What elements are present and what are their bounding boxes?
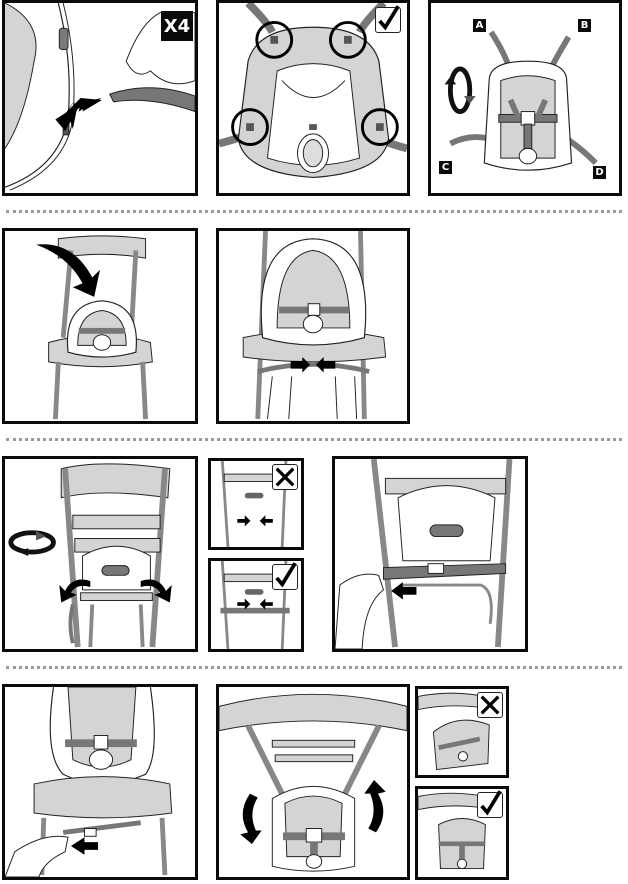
seat-straps-illustration bbox=[449, 30, 598, 171]
incorrect-mark-box bbox=[272, 464, 298, 490]
strap-label-b: B bbox=[578, 19, 591, 32]
strap-label-c: C bbox=[439, 161, 452, 174]
step-9-wrong-panel bbox=[415, 686, 509, 778]
correct-mark-box bbox=[477, 790, 503, 818]
incorrect-mark-box bbox=[477, 692, 503, 718]
step-4-panel bbox=[2, 228, 198, 424]
arrow-outward-icon bbox=[59, 579, 172, 603]
rotate-icon bbox=[444, 66, 476, 114]
cross-icon bbox=[480, 695, 500, 715]
seat-underside-illustration bbox=[219, 3, 407, 179]
chair-back-view-illustration bbox=[60, 463, 171, 648]
rotate-horizontal-icon bbox=[8, 530, 56, 556]
dotted-separator-2 bbox=[6, 438, 622, 441]
adjust-seat-illustration bbox=[219, 693, 407, 872]
dotted-separator-3 bbox=[6, 666, 622, 669]
checkmark-icon bbox=[378, 5, 400, 31]
step-5-panel bbox=[216, 228, 410, 424]
correct-mark-box bbox=[272, 562, 298, 590]
dotted-separator-1 bbox=[6, 210, 622, 213]
seat-centered-illustration bbox=[418, 792, 494, 870]
quantity-badge: X4 bbox=[161, 11, 193, 41]
step-9-right-panel bbox=[415, 786, 509, 880]
rotate-both-arrows-icon bbox=[240, 780, 386, 845]
strap-label-d: D bbox=[593, 166, 606, 179]
strap-label-a: A bbox=[473, 19, 486, 32]
buckle-under-seat-illustration bbox=[242, 231, 387, 420]
checkmark-icon bbox=[275, 562, 297, 588]
arrow-left-icon bbox=[55, 98, 102, 131]
checkmark-icon bbox=[480, 790, 502, 816]
step-2-panel bbox=[216, 0, 410, 196]
step-8-panel bbox=[2, 684, 198, 880]
cross-icon bbox=[275, 467, 295, 487]
step-3-panel: A B C D bbox=[428, 0, 622, 196]
seat-tilted-illustration bbox=[418, 692, 494, 771]
step-6-right-panel bbox=[208, 558, 304, 652]
step-6-wrong-panel bbox=[208, 458, 304, 550]
tighten-rear-strap-illustration bbox=[335, 459, 513, 649]
step-6-panel bbox=[2, 456, 198, 652]
arrow-curved-down-icon bbox=[36, 244, 100, 297]
correct-mark-box bbox=[375, 5, 401, 33]
tighten-front-strap-illustration bbox=[5, 687, 173, 877]
step-7-panel bbox=[332, 456, 528, 652]
step-1-panel: X4 bbox=[2, 0, 198, 196]
step-9-panel bbox=[216, 684, 410, 880]
